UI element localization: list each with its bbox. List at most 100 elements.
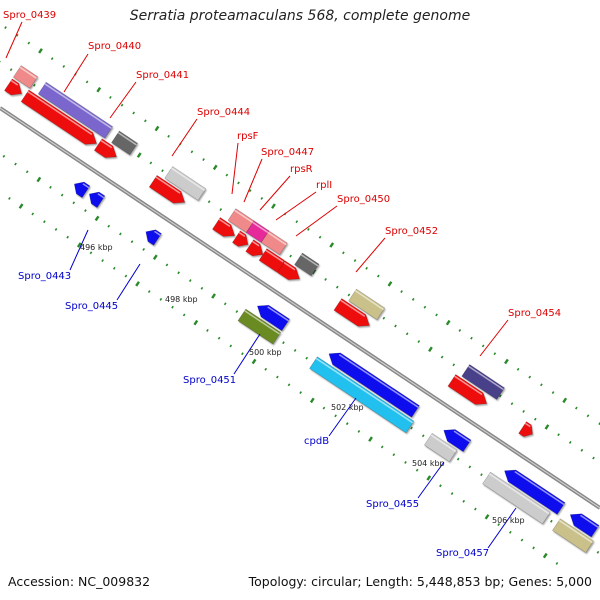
tick-mark <box>62 64 66 68</box>
gene-feature <box>443 429 472 453</box>
tick-mark <box>241 352 244 356</box>
tick-mark <box>0 60 1 64</box>
gene-label[interactable]: Spro_0445 <box>65 301 118 312</box>
gene-shape <box>232 230 249 247</box>
gene-feature <box>93 138 117 158</box>
leader-line <box>259 175 291 211</box>
tick-mark <box>462 499 466 503</box>
kbp-label: 496 kbp <box>80 243 113 252</box>
gene-shape <box>148 174 186 204</box>
kbp-label: 504 kbp <box>412 459 445 468</box>
gene-highlight <box>218 218 231 228</box>
tick-mark <box>248 189 252 193</box>
tick-mark <box>411 297 415 301</box>
tick-mark <box>499 394 502 398</box>
gene-label[interactable]: Spro_0441 <box>136 70 189 81</box>
gene-label[interactable]: Spro_0444 <box>197 107 250 118</box>
kbp-label: 506 kbp <box>492 516 525 525</box>
tick-mark <box>85 80 89 84</box>
gene-label[interactable]: Spro_0439 <box>3 10 56 21</box>
tick-mark <box>357 429 361 433</box>
tick-mark <box>410 426 413 430</box>
leader-line <box>328 397 357 437</box>
tick-mark <box>54 228 58 231</box>
tick-mark <box>120 103 124 107</box>
tick-mark <box>544 424 550 430</box>
gene-label[interactable]: Spro_0452 <box>385 226 438 237</box>
tick-mark <box>533 417 537 421</box>
gene-shape <box>569 513 600 538</box>
tick-mark <box>392 453 396 457</box>
gene-shape <box>245 239 264 257</box>
gene-shape <box>164 166 207 201</box>
gene-feature <box>552 518 594 554</box>
gene-highlight <box>82 183 90 189</box>
gene-highlight <box>468 365 504 391</box>
tick-mark <box>596 550 600 554</box>
gene-label[interactable]: Spro_0450 <box>337 194 390 205</box>
leader-line <box>233 333 261 375</box>
gene-feature <box>309 356 415 434</box>
tick-mark <box>171 305 174 309</box>
tick-mark <box>468 465 472 469</box>
backbone <box>0 106 600 510</box>
tick-mark <box>426 475 432 481</box>
gene-feature <box>447 374 488 405</box>
gene-label[interactable]: Spro_0447 <box>261 147 314 158</box>
gene-shape <box>93 138 117 158</box>
gene-shape <box>4 78 23 96</box>
gene-label[interactable]: rpsF <box>237 131 259 142</box>
gene-highlight <box>265 249 284 263</box>
tick-mark <box>182 313 186 317</box>
tick-mark <box>470 336 473 340</box>
tick-mark <box>177 271 180 275</box>
gene-highlight <box>315 357 414 424</box>
gene-shape <box>73 181 91 199</box>
tick-mark <box>135 281 140 287</box>
tick-mark <box>295 220 299 224</box>
gene-feature <box>294 252 320 277</box>
gene-feature <box>164 166 207 201</box>
gene-label[interactable]: Spro_0455 <box>366 499 419 510</box>
tick-mark <box>493 352 497 356</box>
gene-feature <box>569 513 600 538</box>
gene-label[interactable]: Spro_0454 <box>508 308 561 319</box>
plus-strand-labels: Spro_0439 Spro_0440 Spro_0441 Spro_0444 … <box>3 10 561 319</box>
gene-feature <box>148 174 186 204</box>
gene-label[interactable]: Spro_0443 <box>18 271 71 282</box>
tick-mark <box>190 150 194 154</box>
tick-mark <box>504 358 509 365</box>
tick-mark <box>516 367 520 371</box>
gene-shape <box>309 356 415 434</box>
tick-mark <box>497 523 501 527</box>
gene-label[interactable]: Spro_0457 <box>436 548 489 559</box>
gene-shape <box>552 518 594 554</box>
gene-feature <box>348 288 386 321</box>
tick-mark <box>217 336 221 340</box>
gene-label[interactable]: rpsR <box>290 164 313 175</box>
tick-mark <box>144 119 147 123</box>
kbp-label: 500 kbp <box>249 348 282 357</box>
gene-shape <box>461 364 505 400</box>
gene-label[interactable]: Spro_0451 <box>183 375 236 386</box>
tick-mark <box>474 507 477 511</box>
tick-mark <box>400 290 403 294</box>
gene-shape <box>260 230 288 256</box>
gene-feature <box>4 78 23 96</box>
tick-mark <box>149 161 153 165</box>
gene-highlight <box>27 91 93 135</box>
tick-mark <box>309 397 315 404</box>
tick-mark <box>4 26 7 30</box>
gene-highlight <box>252 221 269 234</box>
tick-mark <box>142 248 145 251</box>
tick-mark <box>219 208 223 211</box>
tick-mark <box>27 41 31 45</box>
tick-mark <box>568 441 572 444</box>
gene-label[interactable]: rplI <box>316 180 332 191</box>
tick-mark <box>421 434 425 438</box>
minus-strand-labels: Spro_0443 Spro_0445 Spro_0451 cpdB Spro_… <box>18 271 489 559</box>
gene-label[interactable]: cpdB <box>304 436 329 447</box>
gene-label[interactable]: Spro_0440 <box>88 41 141 52</box>
tick-mark <box>540 383 543 387</box>
